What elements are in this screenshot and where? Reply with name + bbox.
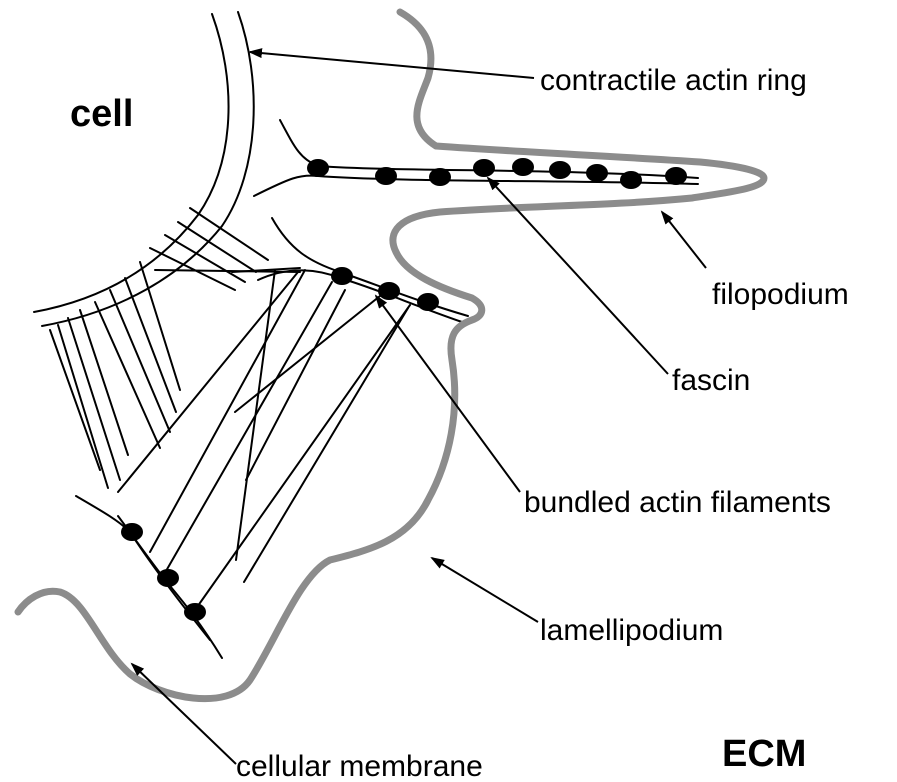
fascin-dot (157, 569, 179, 587)
fascin-dot (307, 159, 329, 177)
fascin-dot (331, 267, 353, 285)
label-cell: cell (70, 93, 133, 135)
arrow-cellular-membrane (132, 664, 236, 764)
label-contractile-actin-ring: contractile actin ring (540, 64, 807, 97)
arrow-lamellipodium (432, 558, 538, 622)
label-filopodium: filopodium (712, 278, 849, 311)
fascin-dot (586, 164, 608, 182)
contractile-actin-ring (34, 12, 254, 326)
fascin-dot (417, 293, 439, 311)
arrow-filopodium (662, 212, 706, 268)
labels: cell ECM contractile actin ring filopodi… (70, 64, 849, 782)
label-bundled-actin-filaments: bundled actin filaments (524, 486, 831, 519)
arrow-bundled-actin-filaments (376, 296, 520, 492)
fascin-dot (378, 282, 400, 300)
fascin-molecules (121, 158, 687, 621)
fascin-dot (549, 161, 571, 179)
label-ecm: ECM (722, 733, 806, 775)
label-cellular-membrane: cellular membrane (236, 750, 483, 782)
fascin-dot (184, 603, 206, 621)
fascin-dot (512, 158, 534, 176)
arrow-contractile-actin-ring (250, 52, 534, 78)
label-fascin: fascin (672, 364, 750, 397)
fascin-dot (429, 168, 451, 186)
label-lamellipodium: lamellipodium (540, 614, 723, 647)
fascin-dot (121, 523, 143, 541)
fascin-dot (665, 167, 687, 185)
fascin-dot (375, 167, 397, 185)
fascin-dot (473, 159, 495, 177)
fascin-dot (620, 171, 642, 189)
